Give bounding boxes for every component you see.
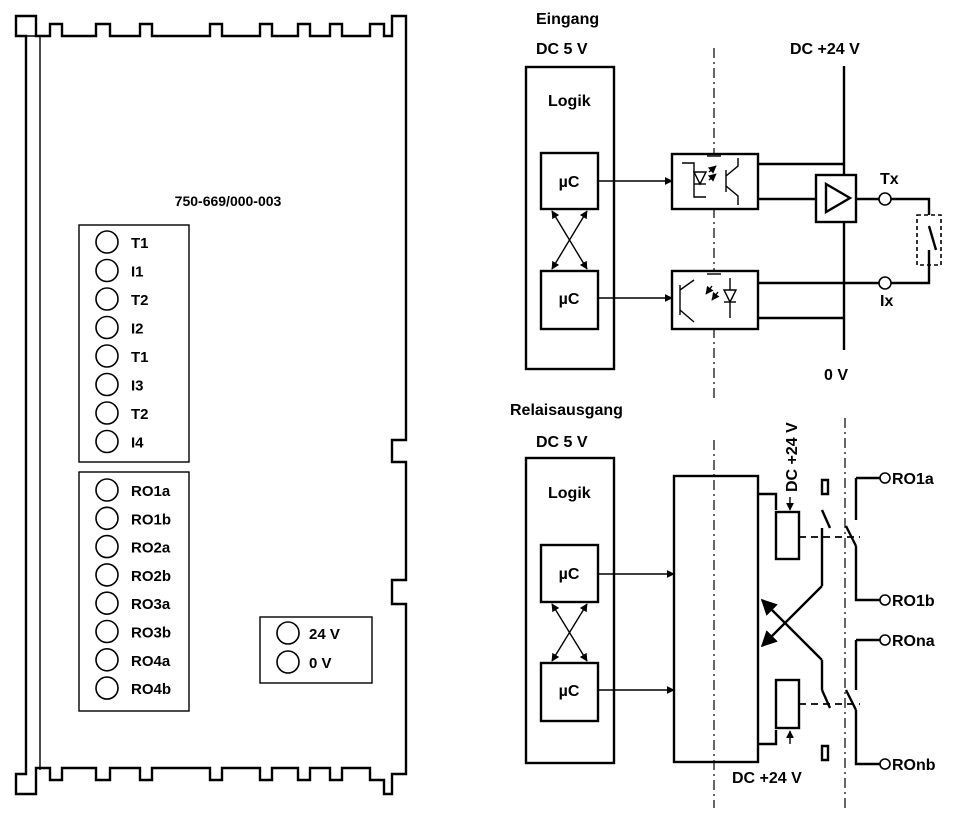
rona-terminal bbox=[879, 634, 891, 646]
relay-mcu-crosslink bbox=[551, 603, 588, 662]
tx-label: Tx bbox=[880, 171, 899, 188]
input-terminal-block bbox=[78, 224, 190, 463]
relay-circuit-title: Relaisausgang bbox=[510, 402, 623, 419]
ronb-terminal bbox=[879, 758, 891, 770]
terminal-clamp-icon bbox=[95, 429, 119, 454]
relay-supply-crossover bbox=[760, 528, 824, 690]
terminal-clamp-icon bbox=[95, 344, 119, 368]
terminal-label: RO4a bbox=[131, 653, 171, 670]
terminal-clamp-icon bbox=[95, 258, 119, 283]
terminal-label: RO3a bbox=[131, 596, 171, 613]
module-housing bbox=[14, 14, 408, 796]
terminal-label: RO3b bbox=[131, 625, 171, 642]
terminal-clamp-icon bbox=[95, 534, 119, 559]
terminal-label: RO2b bbox=[131, 568, 171, 585]
terminal-clamp-icon bbox=[95, 372, 119, 397]
relay-driver-block bbox=[672, 474, 760, 764]
tx-terminal bbox=[878, 192, 892, 206]
terminal-label: RO1a bbox=[131, 483, 171, 500]
relay-logic-label: Logik bbox=[548, 485, 591, 502]
terminal-clamp-icon bbox=[95, 647, 119, 672]
terminal-clamp-icon bbox=[276, 621, 300, 645]
ro1a-label: RO1a bbox=[892, 471, 934, 488]
input-mcu-bottom-label: µC bbox=[559, 291, 580, 308]
relay-coil-top-return bbox=[758, 492, 778, 510]
terminal-label: I2 bbox=[131, 321, 144, 338]
relay-contact-bottom bbox=[820, 638, 880, 766]
optocoupler-in bbox=[670, 269, 760, 331]
terminal-label: 0 V bbox=[309, 655, 332, 672]
terminal-clamp-icon bbox=[276, 650, 300, 674]
terminal-clamp-icon bbox=[95, 315, 119, 340]
terminal-clamp-icon bbox=[95, 287, 119, 311]
input-logic-supply: DC 5 V bbox=[536, 41, 588, 58]
ro1b-label: RO1b bbox=[892, 593, 935, 610]
input-circuit-title: Eingang bbox=[536, 11, 599, 28]
relay-mcu-top-label: µC bbox=[559, 566, 580, 583]
optocoupler-out bbox=[670, 152, 760, 211]
terminal-clamp-icon bbox=[95, 619, 119, 644]
terminal-label: I3 bbox=[131, 378, 144, 395]
ronb-label: ROnb bbox=[892, 757, 936, 774]
terminal-clamp-icon bbox=[95, 230, 119, 254]
terminal-label: T1 bbox=[131, 235, 149, 252]
terminal-clamp-icon bbox=[95, 478, 119, 502]
relay-contact-top bbox=[820, 476, 880, 602]
relay-supply-bottom: DC +24 V bbox=[732, 770, 802, 787]
input-mcu-crosslink bbox=[551, 210, 588, 270]
input-mcu-bottom bbox=[539, 269, 600, 331]
module-part-number: 750-669/000-003 bbox=[175, 193, 282, 209]
relay-coil-top bbox=[774, 510, 801, 561]
relay-coil-bottom-return bbox=[758, 730, 778, 746]
external-contact bbox=[891, 197, 942, 285]
relay-terminal-block bbox=[78, 471, 190, 712]
ro1b-terminal bbox=[879, 594, 891, 606]
terminal-label: T2 bbox=[131, 406, 149, 423]
relay-logic-supply: DC 5 V bbox=[536, 434, 588, 451]
input-ground-label: 0 V bbox=[824, 367, 848, 384]
terminal-label: T2 bbox=[131, 292, 149, 309]
terminal-label: RO1b bbox=[131, 511, 171, 528]
ix-label: Ix bbox=[880, 293, 893, 310]
supply-terminal-block bbox=[259, 616, 373, 684]
input-field-supply: DC +24 V bbox=[790, 41, 860, 58]
terminal-clamp-icon bbox=[95, 676, 119, 700]
relay-mcu-bottom-label: µC bbox=[559, 683, 580, 700]
terminal-clamp-icon bbox=[95, 591, 119, 616]
terminal-label: I4 bbox=[131, 435, 144, 452]
input-mcu-top-label: µC bbox=[559, 174, 580, 191]
terminal-label: 24 V bbox=[309, 626, 340, 643]
rona-label: ROna bbox=[892, 633, 935, 650]
relay-coil-bottom bbox=[774, 678, 801, 730]
ro1a-terminal bbox=[879, 472, 891, 484]
relay-mcu-bottom bbox=[539, 661, 600, 723]
terminal-label: RO4b bbox=[131, 681, 171, 698]
terminal-label: T1 bbox=[131, 349, 149, 366]
input-mcu-top bbox=[539, 151, 600, 211]
terminal-clamp-icon bbox=[95, 506, 119, 531]
terminal-clamp-icon bbox=[95, 401, 119, 425]
relay-supply-top: DC +24 V bbox=[784, 422, 801, 492]
terminal-clamp-icon bbox=[95, 563, 119, 587]
ix-terminal bbox=[878, 276, 892, 290]
terminal-label: RO2a bbox=[131, 540, 171, 557]
tx-driver-triangle bbox=[824, 181, 853, 215]
input-logic-label: Logik bbox=[548, 93, 591, 110]
terminal-label: I1 bbox=[131, 264, 144, 281]
